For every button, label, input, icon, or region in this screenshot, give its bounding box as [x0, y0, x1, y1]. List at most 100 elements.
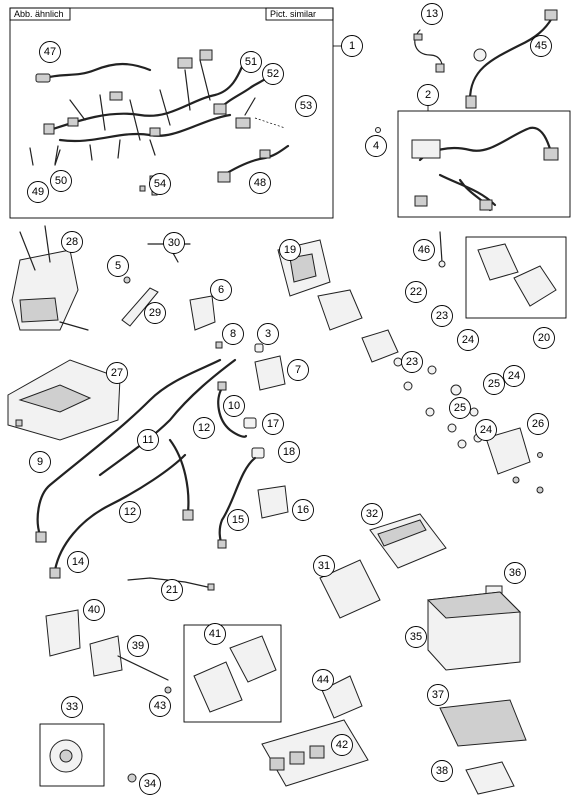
- callout-20: 20: [533, 327, 555, 349]
- nut-34: [127, 773, 137, 783]
- callout-number: 46: [418, 244, 430, 256]
- callout-circle: [527, 413, 549, 435]
- callout-number: 35: [410, 631, 422, 643]
- callout-number: 32: [366, 508, 378, 520]
- callout-circle: [475, 419, 497, 441]
- callout-circle: [262, 413, 284, 435]
- callout-54: 54: [149, 173, 171, 195]
- callout-number: 49: [32, 186, 44, 198]
- bracket-top-22: [317, 289, 363, 331]
- callout-number: 3: [265, 328, 271, 340]
- callout-number: 17: [267, 418, 279, 430]
- callout-number: 34: [144, 778, 156, 790]
- cable-14: [49, 438, 194, 579]
- tray-27: [7, 359, 121, 441]
- sensor-29: [121, 276, 159, 327]
- harness-part-49: [217, 144, 290, 183]
- callout-14: 14: [67, 551, 89, 573]
- callout-2: 2: [417, 84, 439, 106]
- callout-39: 39: [127, 635, 149, 657]
- callout-circle: [149, 173, 171, 195]
- callout-number: 25: [454, 402, 466, 414]
- horn-33: [39, 723, 105, 787]
- callout-43: 43: [149, 695, 171, 717]
- callout-circle: [210, 279, 232, 301]
- callout-circle: [401, 351, 423, 373]
- bolt-47: [438, 231, 446, 268]
- callout-number: 12: [124, 506, 136, 518]
- callout-9: 9: [29, 451, 51, 473]
- callout-number: 22: [410, 286, 422, 298]
- callout-number: 8: [230, 328, 236, 340]
- callout-number: 44: [317, 674, 329, 686]
- callout-31: 31: [313, 555, 335, 577]
- callout-number: 9: [37, 456, 43, 468]
- callout-number: 26: [532, 418, 544, 430]
- callout-number: 13: [426, 8, 438, 20]
- connector-8: [215, 341, 223, 349]
- pad-37: [439, 699, 527, 747]
- main-wiring-harness: [35, 49, 247, 166]
- callout-number: 31: [318, 560, 330, 572]
- callout-18: 18: [278, 441, 300, 463]
- callout-circle: [449, 397, 471, 419]
- callout-circle: [27, 181, 49, 203]
- callout-25: 25: [449, 397, 471, 419]
- callout-circle: [106, 362, 128, 384]
- callout-30: 30: [163, 232, 185, 254]
- callout-number: 36: [509, 567, 521, 579]
- callout-circle: [421, 3, 443, 25]
- callout-circle: [361, 503, 383, 525]
- ecu-32: [369, 513, 447, 569]
- callout-circle: [137, 429, 159, 451]
- callout-circle: [107, 255, 129, 277]
- callout-number: 28: [66, 236, 78, 248]
- callout-35: 35: [405, 626, 427, 648]
- bracket-28: [11, 225, 89, 331]
- callout-15: 15: [227, 509, 249, 531]
- callout-38: 38: [431, 760, 453, 782]
- sensor-26: [485, 427, 544, 494]
- callout-circle: [365, 135, 387, 157]
- lock-box-42: [183, 624, 282, 723]
- callout-number: 29: [149, 307, 161, 319]
- callout-number: 14: [72, 556, 84, 568]
- callout-number: 24: [480, 424, 492, 436]
- switch-40: [89, 635, 169, 681]
- callout-1: 1: [341, 35, 363, 57]
- callout-12: 12: [119, 501, 141, 523]
- callout-40: 40: [83, 599, 105, 621]
- callout-circle: [249, 172, 271, 194]
- callout-36: 36: [504, 562, 526, 584]
- callout-28: 28: [61, 231, 83, 253]
- callout-number: 53: [300, 100, 312, 112]
- sensor-22: [361, 329, 399, 363]
- callout-circle: [431, 760, 453, 782]
- callout-4: 4: [365, 135, 387, 157]
- regulator-39: [465, 761, 515, 795]
- callout-number: 6: [218, 284, 224, 296]
- callout-number: 45: [535, 40, 547, 52]
- callout-3: 3: [257, 323, 279, 345]
- callout-circle: [431, 305, 453, 327]
- callout-circle: [287, 359, 309, 381]
- callout-circle: [331, 734, 353, 756]
- callout-number: 51: [245, 56, 257, 68]
- callout-8: 8: [222, 323, 244, 345]
- callout-circle: [67, 551, 89, 573]
- callout-34: 34: [139, 773, 161, 795]
- callout-46: 46: [413, 239, 435, 261]
- callout-circle: [483, 373, 505, 395]
- callout-47: 47: [39, 41, 61, 63]
- sub-harness-box-2: [375, 102, 571, 218]
- callout-52: 52: [262, 63, 284, 85]
- callout-number: 43: [154, 700, 166, 712]
- callout-circle: [39, 41, 61, 63]
- callout-circle: [533, 327, 555, 349]
- callout-32: 32: [361, 503, 383, 525]
- callout-number: 16: [297, 504, 309, 516]
- callout-number: 23: [436, 310, 448, 322]
- callout-number: 41: [209, 628, 221, 640]
- callout-number: 39: [132, 640, 144, 652]
